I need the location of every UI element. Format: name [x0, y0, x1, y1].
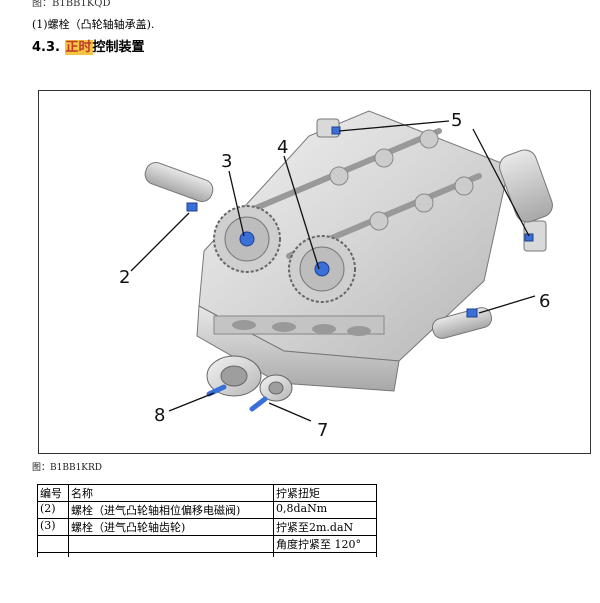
solenoid-valve-6 — [431, 307, 493, 339]
heading-rest: 控制装置 — [92, 40, 145, 55]
solenoid-valve-left — [144, 162, 214, 212]
callout-7: 7 — [317, 420, 328, 441]
cell-name — [68, 535, 274, 553]
pulley-8 — [206, 355, 262, 397]
engine-figure: 2 3 4 5 6 7 8 — [38, 90, 591, 454]
cell-number — [37, 535, 69, 553]
leader-lines — [130, 120, 536, 422]
table-row-cut — [37, 552, 377, 557]
cell-torque: 角度拧紧至 120° — [273, 535, 377, 553]
header-torque: 拧紧扭矩 — [273, 484, 377, 502]
figure-caption: 图：B1BB1KRD — [32, 463, 103, 473]
table-row: (2) 螺栓（进气凸轮轴相位偏移电磁阀) 0,8daNm — [37, 501, 377, 519]
table-row: (3) 螺栓（进气凸轮轴齿轮) 拧紧至2m.daN — [37, 518, 377, 536]
callout-6: 6 — [539, 291, 550, 312]
bolt-note-line: (1)螺栓（凸轮轴轴承盖). — [32, 18, 155, 31]
cell-torque: 0,8daNm — [273, 501, 377, 519]
header-number: 编号 — [37, 484, 69, 502]
cell-number: (2) — [37, 501, 69, 519]
sensor-right — [499, 149, 553, 252]
torque-table: 编号 名称 拧紧扭矩 (2) 螺栓（进气凸轮轴相位偏移电磁阀) 0,8daNm … — [37, 484, 377, 557]
part-7 — [249, 374, 293, 412]
callout-8: 8 — [154, 405, 165, 426]
exhaust-cam-gear — [288, 235, 356, 303]
callout-4: 4 — [277, 137, 288, 158]
cell-name: 螺栓（进气凸轮轴齿轮) — [68, 518, 274, 536]
cell-number: (3) — [37, 518, 69, 536]
section-heading: 4.3. 正时控制装置 — [32, 36, 145, 55]
section-number: 4.3. — [32, 40, 60, 55]
callout-2: 2 — [119, 267, 130, 288]
callout-3: 3 — [221, 151, 232, 172]
callout-5: 5 — [451, 110, 462, 131]
cut-off-text: 图：B1BB1KQD — [32, 0, 111, 9]
cell-name: 螺栓（进气凸轮轴相位偏移电磁阀) — [68, 501, 274, 519]
table-row: 角度拧紧至 120° — [37, 535, 377, 553]
cell-torque: 拧紧至2m.daN — [273, 518, 377, 536]
cylinder-head-illustration: 2 3 4 5 6 7 8 — [119, 110, 553, 441]
sensor-top — [316, 118, 341, 138]
intake-cam-gear — [213, 205, 281, 273]
header-name: 名称 — [68, 484, 274, 502]
table-header-row: 编号 名称 拧紧扭矩 — [37, 484, 377, 502]
highlighted-term: 正时 — [64, 40, 93, 55]
